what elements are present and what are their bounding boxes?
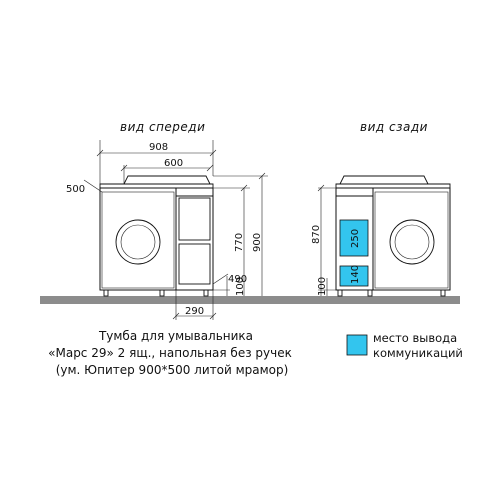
caption-line-3: (ум. Юпитер 900*500 литой мрамор)	[56, 363, 289, 377]
washing-machine-back-door-inner	[394, 224, 430, 260]
dim-290: 290	[185, 306, 204, 317]
front-dimensions	[83, 140, 268, 320]
front-niche	[99, 187, 177, 291]
front-leg-right	[203, 289, 209, 297]
legend-line-2: коммуникаций	[373, 346, 463, 360]
front-countertop	[99, 183, 214, 189]
back-view-title: вид сзади	[360, 120, 428, 134]
washing-machine-back-door-outer	[389, 219, 435, 265]
dim-140: 140	[350, 265, 361, 284]
dim-770: 770	[234, 233, 245, 252]
front-leg-left	[103, 289, 109, 297]
back-dimensions	[317, 184, 336, 296]
dim-900: 900	[252, 233, 263, 252]
back-niche	[372, 187, 451, 291]
washing-machine-door-inner	[120, 224, 156, 260]
dim-100-front: 100	[235, 277, 246, 296]
dim-600: 600	[164, 158, 183, 169]
front-leg-mid	[159, 289, 165, 297]
caption-line-1: Тумба для умывальника	[98, 329, 253, 343]
back-basin-top	[339, 175, 429, 185]
drawer-column	[175, 187, 214, 291]
caption-line-2: «Марс 29» 2 ящ., напольная без ручек	[48, 346, 292, 360]
front-basin-top	[123, 175, 211, 185]
dim-908: 908	[149, 142, 168, 153]
front-view	[99, 175, 214, 297]
lower-drawer	[178, 243, 211, 285]
legend-line-1: место вывода	[373, 331, 457, 345]
back-leg-right	[440, 289, 446, 297]
dim-870: 870	[311, 225, 322, 244]
back-leg-mid	[367, 289, 373, 297]
back-view	[335, 175, 451, 297]
dim-250: 250	[350, 229, 361, 248]
washing-machine-back	[374, 191, 449, 289]
legend-swatch	[346, 334, 368, 356]
back-countertop	[335, 183, 451, 189]
upper-drawer	[178, 197, 211, 241]
floor-band	[40, 296, 460, 304]
dim-100-back: 100	[317, 277, 328, 296]
back-leg-left	[337, 289, 343, 297]
front-view-title: вид спереди	[120, 120, 205, 134]
comm-zone-upper	[339, 219, 369, 257]
comm-zone-lower	[339, 265, 369, 287]
washing-machine-door-outer	[115, 219, 161, 265]
washing-machine-front	[101, 191, 175, 289]
dim-490: 490	[228, 274, 247, 285]
dim-500: 500	[66, 184, 85, 195]
